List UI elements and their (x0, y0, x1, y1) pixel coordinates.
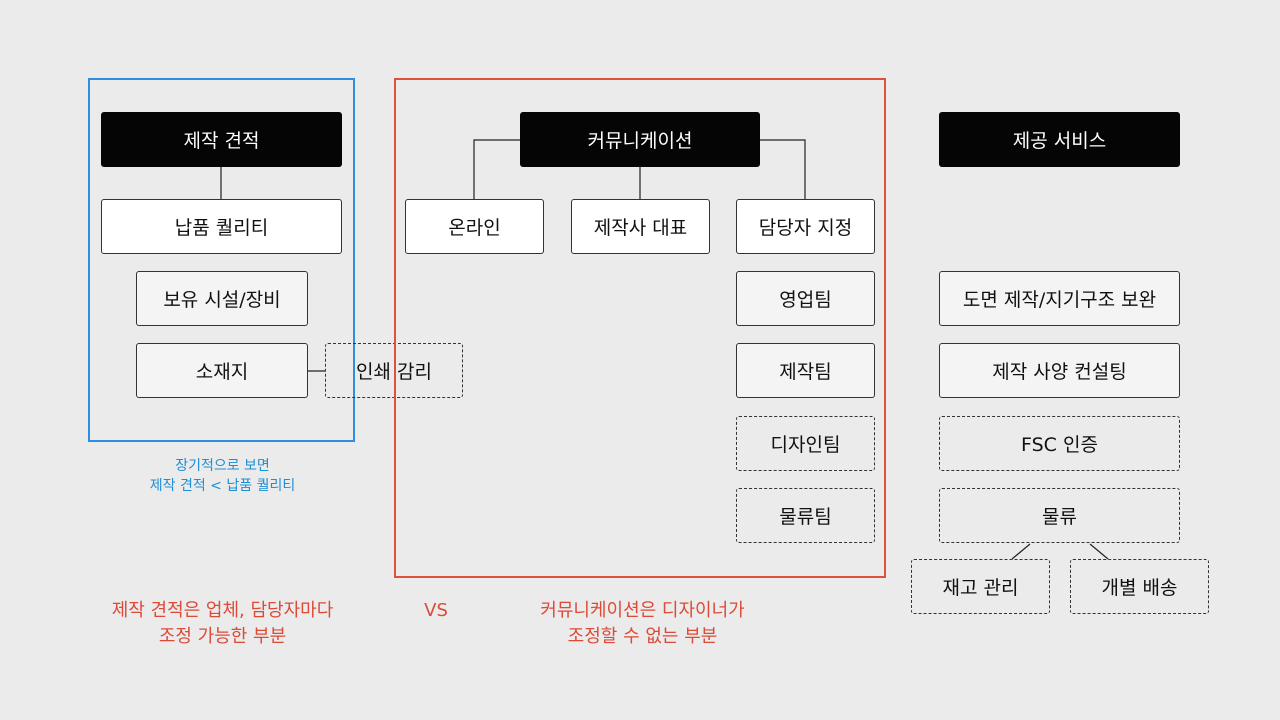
left-caption-line1: 장기적으로 보면 (175, 458, 270, 474)
node-individual-delivery: 개별 배송 (1070, 559, 1209, 614)
node-production-team: 제작팀 (736, 343, 875, 398)
connector-root-assigned (760, 139, 806, 199)
bottom-left-line2: 조정 가능한 부분 (158, 626, 287, 648)
node-fsc: FSC 인증 (939, 416, 1180, 471)
node-services: 제공 서비스 (939, 112, 1180, 167)
left-caption-line2: 제작 견적 < 납품 퀄리티 (149, 478, 296, 495)
bottom-right-line2: 조정할 수 없는 부분 (567, 626, 718, 648)
node-online: 온라인 (405, 199, 544, 254)
connector-logistics-inventory (1011, 543, 1031, 560)
node-spec-consulting: 제작 사양 컨설팅 (939, 343, 1180, 398)
node-logistics: 물류 (939, 488, 1180, 543)
node-sales-team: 영업팀 (736, 271, 875, 326)
connector-logistics-delivery (1089, 543, 1109, 560)
node-production-estimate: 제작 견적 (101, 112, 342, 167)
bottom-right-caption: 커뮤니케이션은 디자이너가 조정할 수 없는 부분 (510, 598, 775, 650)
node-material: 소재지 (136, 343, 308, 398)
connector-root-online (473, 139, 520, 199)
node-design-team: 디자인팀 (736, 416, 875, 471)
node-inventory: 재고 관리 (911, 559, 1050, 614)
bottom-left-caption: 제작 견적은 업체, 담당자마다 조정 가능한 부분 (90, 598, 355, 650)
node-facility-equipment: 보유 시설/장비 (136, 271, 308, 326)
node-communication: 커뮤니케이션 (520, 112, 760, 167)
node-logistics-team: 물류팀 (736, 488, 875, 543)
bottom-left-line1: 제작 견적은 업체, 담당자마다 (111, 600, 334, 621)
node-delivery-quality: 납품 퀄리티 (101, 199, 342, 254)
vs-label: VS (424, 600, 448, 621)
left-group-caption: 장기적으로 보면 제작 견적 < 납품 퀄리티 (100, 456, 345, 497)
node-drawing: 도면 제작/지기구조 보완 (939, 271, 1180, 326)
bottom-right-line1: 커뮤니케이션은 디자이너가 (540, 600, 745, 621)
node-ceo: 제작사 대표 (571, 199, 710, 254)
node-print-supervision: 인쇄 감리 (325, 343, 463, 398)
node-assigned-manager: 담당자 지정 (736, 199, 875, 254)
